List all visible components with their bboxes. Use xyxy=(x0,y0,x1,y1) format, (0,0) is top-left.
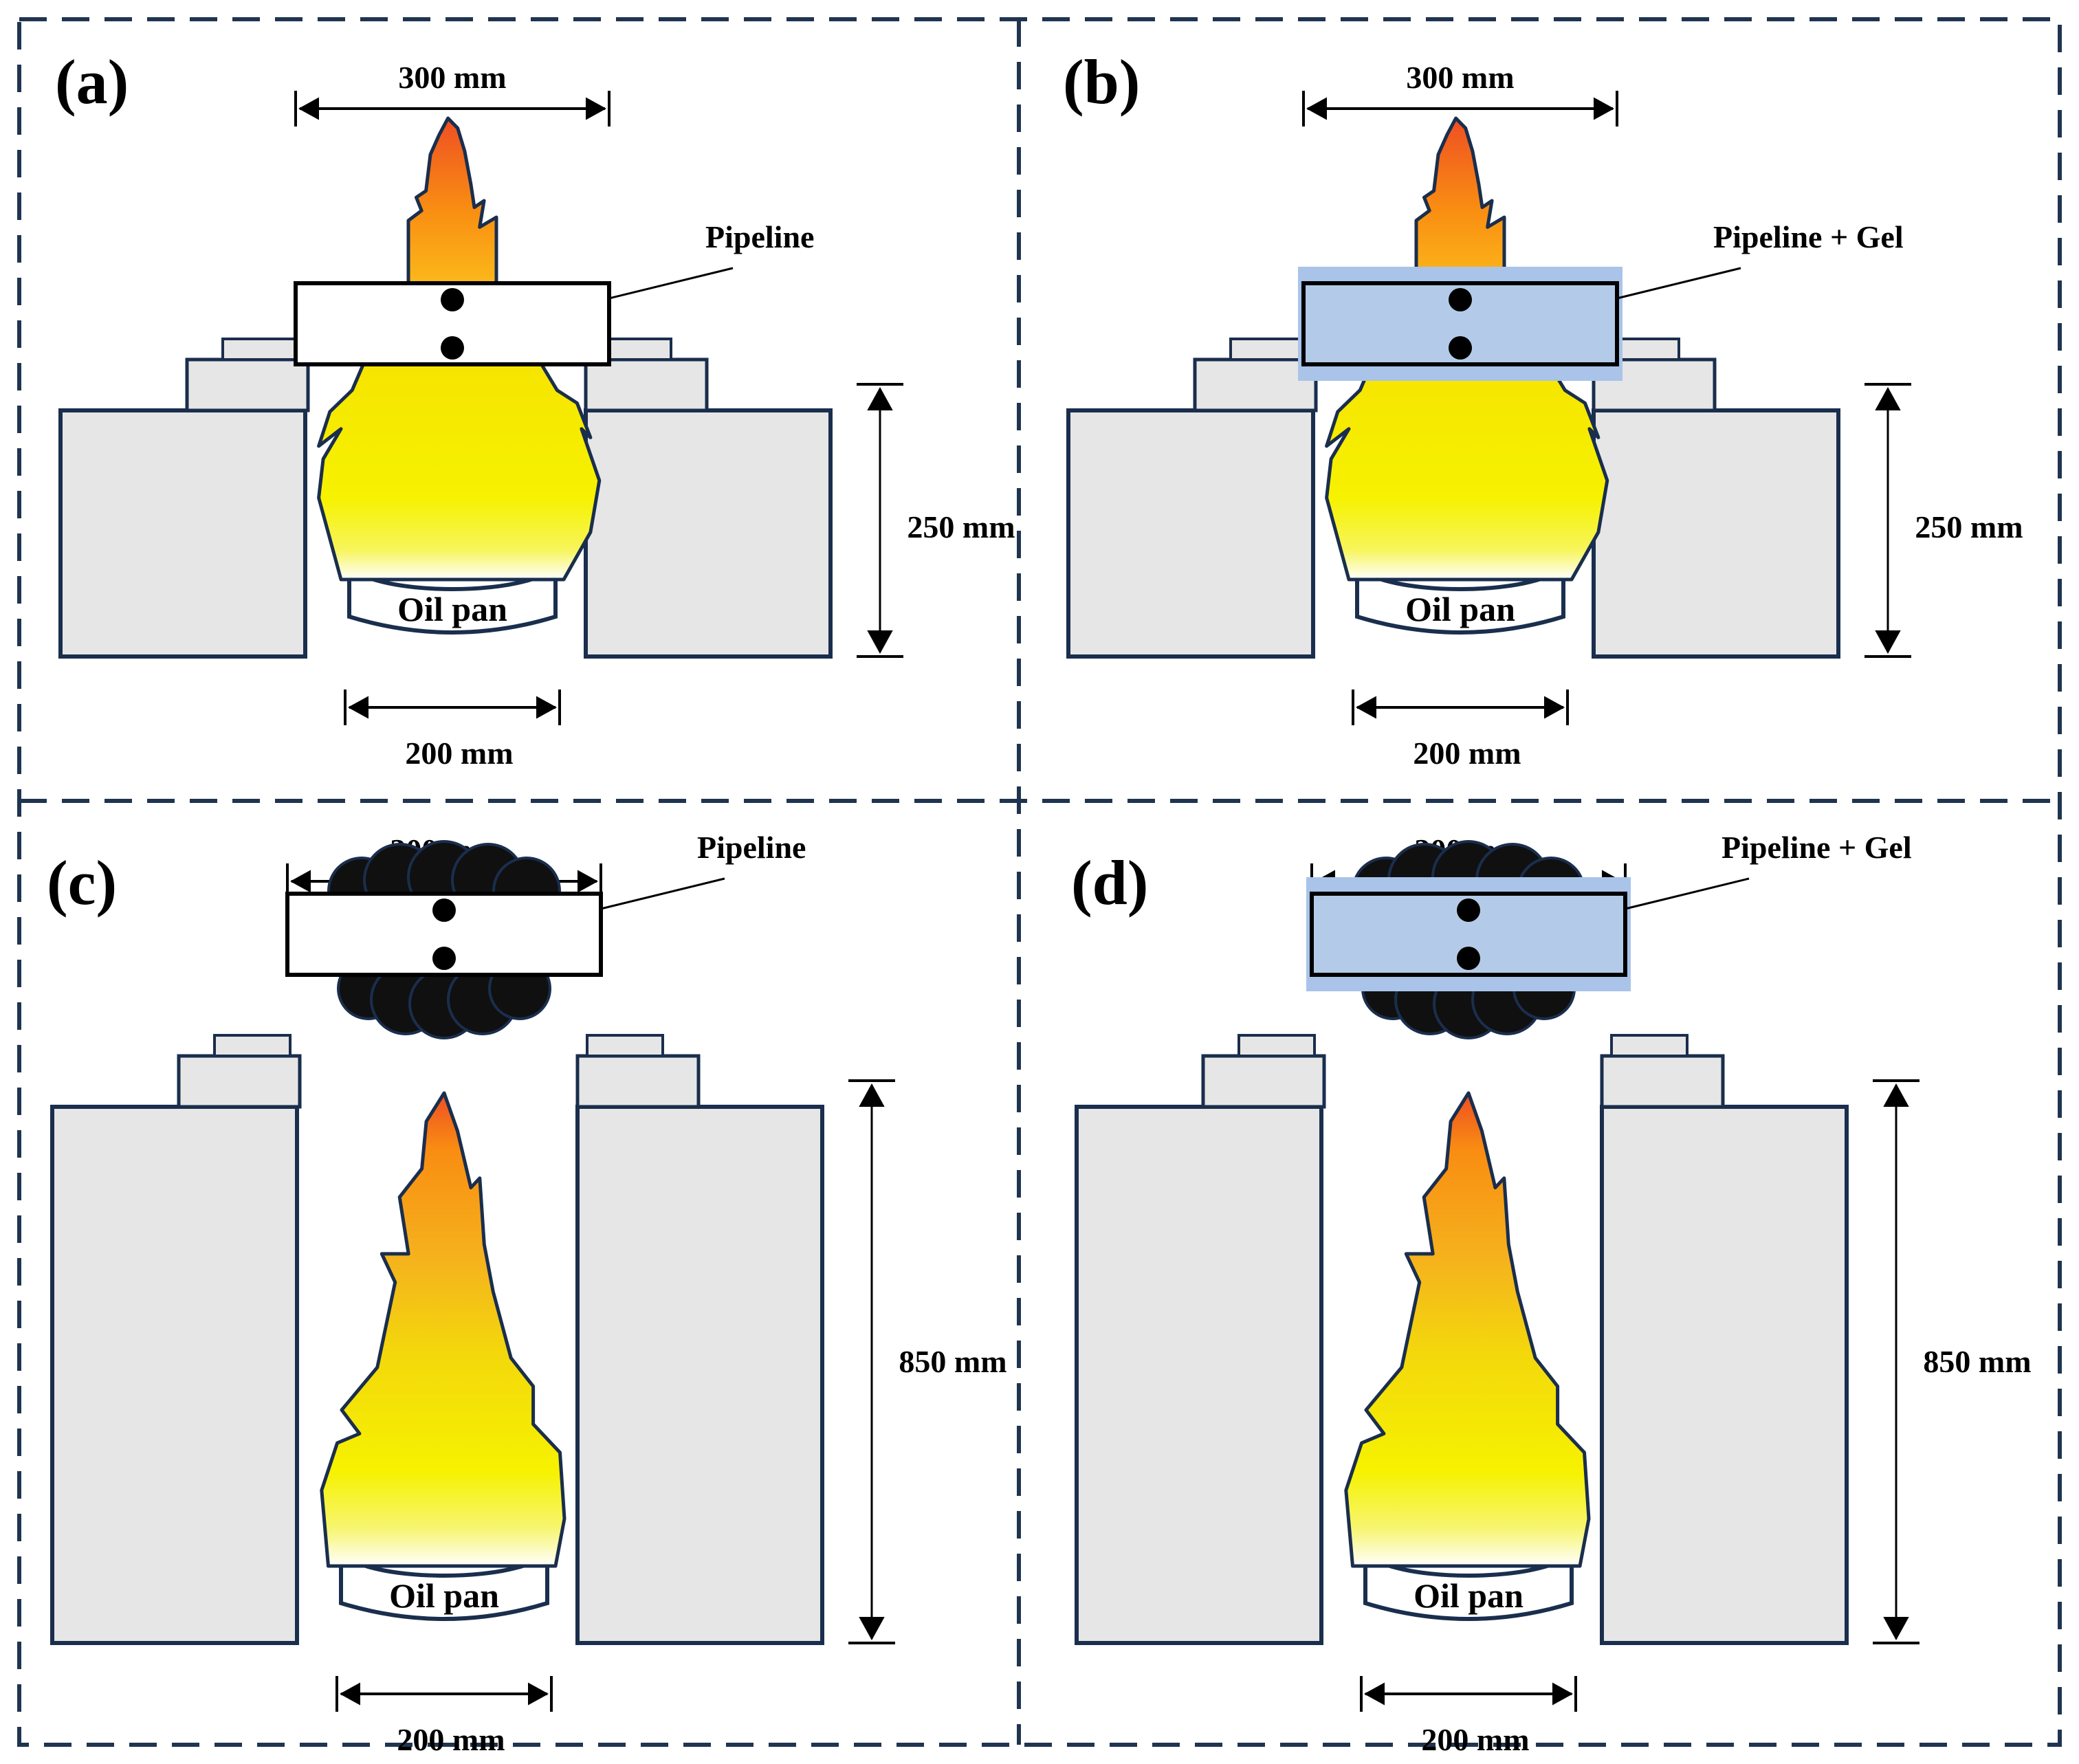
right-step-block xyxy=(575,1054,701,1109)
double-arrow-icon xyxy=(290,870,311,893)
pipe-label: Pipeline + Gel xyxy=(1722,830,1912,865)
right-cap-block xyxy=(586,1034,664,1057)
height-dimension xyxy=(1864,383,1911,658)
height-label: 250 mm xyxy=(1915,509,2023,544)
thermocouple-point xyxy=(432,947,456,970)
double-arrow-icon xyxy=(1552,1682,1573,1706)
double-arrow-icon xyxy=(340,1682,360,1706)
left-wall-block xyxy=(50,1105,299,1645)
panel-frame xyxy=(17,17,2062,1747)
right-wall-block xyxy=(1592,408,1840,659)
flame-tip-icon xyxy=(1414,116,1506,285)
height-dimension xyxy=(1873,1079,1920,1644)
pipe-label-leader xyxy=(1625,877,1750,910)
double-arrow-icon xyxy=(1306,97,1327,120)
panel-label: (a) xyxy=(55,47,129,117)
pan-diameter-label: 200 mm xyxy=(1421,1722,1529,1757)
double-arrow-icon xyxy=(1883,1617,1909,1640)
oil-pan-label: Oil pan xyxy=(1414,1576,1524,1615)
panel-label: (b) xyxy=(1063,47,1140,117)
pipe-width-dimension xyxy=(294,91,610,126)
double-arrow-icon xyxy=(1356,696,1376,719)
double-arrow-icon xyxy=(528,1682,549,1706)
pipe-width-label: 300 mm xyxy=(1406,60,1514,95)
left-cap-block xyxy=(221,338,300,361)
flame-icon xyxy=(320,1091,566,1568)
thermocouple-point xyxy=(441,336,464,360)
thermocouple-point xyxy=(1457,898,1480,922)
thermocouple-point xyxy=(1449,336,1472,360)
right-step-block xyxy=(1600,1054,1725,1109)
flame-icon xyxy=(1325,362,1609,582)
pan-diameter-label: 200 mm xyxy=(405,736,513,771)
flame-tip-icon xyxy=(406,116,498,285)
pipe-label: Pipeline xyxy=(697,830,806,865)
oil-pan-label: Oil pan xyxy=(1405,590,1515,628)
height-label: 850 mm xyxy=(1923,1344,2031,1379)
double-arrow-icon xyxy=(1594,97,1614,120)
pan-diameter-dimension xyxy=(336,1676,553,1712)
pipe-label-leader xyxy=(1616,267,1741,300)
pipe-label-leader xyxy=(608,267,734,300)
left-cap-block xyxy=(1238,1034,1316,1057)
double-arrow-icon xyxy=(298,97,319,120)
pipe-width-label: 300 mm xyxy=(398,60,506,95)
left-step-block xyxy=(177,1054,302,1109)
right-wall-block xyxy=(575,1105,824,1645)
double-arrow-icon xyxy=(867,387,893,410)
left-cap-block xyxy=(213,1034,292,1057)
pipe-label: Pipeline xyxy=(705,219,814,254)
height-label: 250 mm xyxy=(907,509,1015,544)
pipe-label: Pipeline + Gel xyxy=(1713,219,1904,254)
height-dimension xyxy=(848,1079,895,1644)
thermocouple-point xyxy=(441,288,464,311)
double-arrow-icon xyxy=(859,1617,885,1640)
double-arrow-icon xyxy=(1875,630,1901,654)
double-arrow-icon xyxy=(536,696,557,719)
thermocouple-point xyxy=(1449,288,1472,311)
right-step-block xyxy=(584,357,709,412)
thermocouple-point xyxy=(1457,947,1480,970)
right-wall-block xyxy=(1600,1105,1849,1645)
height-label: 850 mm xyxy=(899,1344,1006,1379)
double-arrow-icon xyxy=(1883,1083,1909,1107)
pan-diameter-dimension xyxy=(1360,1676,1577,1712)
left-wall-block xyxy=(58,408,307,659)
double-arrow-icon xyxy=(586,97,606,120)
pan-diameter-dimension xyxy=(344,690,561,725)
double-arrow-icon xyxy=(1364,1682,1385,1706)
thermocouple-point xyxy=(432,898,456,922)
pipe-label-leader xyxy=(600,877,725,910)
double-arrow-icon xyxy=(1544,696,1565,719)
pan-diameter-label: 200 mm xyxy=(397,1722,505,1757)
oil-pan-label: Oil pan xyxy=(397,590,507,628)
panel-label: (d) xyxy=(1071,848,1148,918)
left-cap-block xyxy=(1229,338,1308,361)
pan-diameter-label: 200 mm xyxy=(1413,736,1521,771)
panel-label: (c) xyxy=(47,848,117,918)
panel-b: (b) 300 mm Oil pan Pipeline + Gel 250 mm 200 … xyxy=(1063,47,2023,771)
left-wall-block xyxy=(1075,1105,1323,1645)
flame-icon xyxy=(1344,1091,1591,1568)
panel-a: (a) 300 mm Oil pan Pipeline 250 mm 200 mm xyxy=(55,47,1015,771)
double-arrow-icon xyxy=(859,1083,885,1107)
double-arrow-icon xyxy=(348,696,368,719)
left-wall-block xyxy=(1066,408,1315,659)
double-arrow-icon xyxy=(578,870,598,893)
left-step-block xyxy=(185,357,310,412)
double-arrow-icon xyxy=(1875,387,1901,410)
right-cap-block xyxy=(1610,1034,1688,1057)
flame-icon xyxy=(317,362,602,582)
left-step-block xyxy=(1193,357,1318,412)
height-dimension xyxy=(857,383,903,658)
oil-pan-label: Oil pan xyxy=(389,1576,499,1615)
double-arrow-icon xyxy=(867,630,893,654)
right-wall-block xyxy=(584,408,833,659)
left-step-block xyxy=(1201,1054,1326,1109)
pan-diameter-dimension xyxy=(1352,690,1569,725)
pipe-width-dimension xyxy=(1302,91,1618,126)
